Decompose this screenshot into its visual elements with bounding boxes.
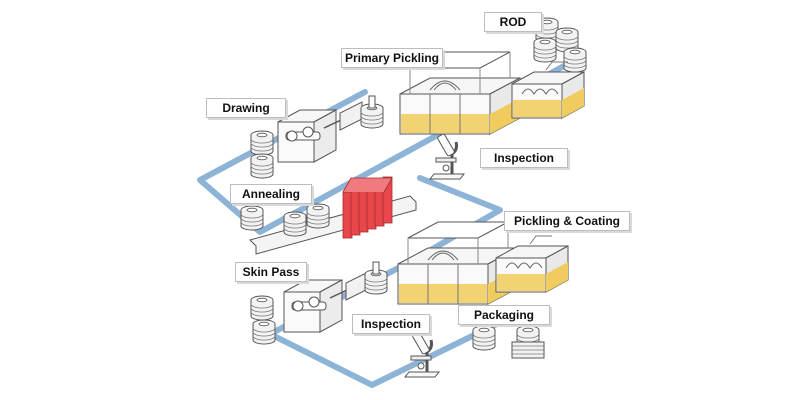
- label-inspection-2: Inspection: [352, 314, 430, 334]
- label-inspection-1: Inspection: [480, 148, 568, 168]
- label-rod: ROD: [484, 12, 542, 32]
- label-skin-pass: Skin Pass: [235, 262, 307, 282]
- inspection-microscope-1: [428, 131, 466, 181]
- label-packaging: Packaging: [458, 305, 550, 325]
- drawing-coils: [250, 130, 274, 179]
- label-pickling-coating: Pickling & Coating: [504, 211, 630, 231]
- label-primary-pickling: Primary Pickling: [341, 48, 443, 68]
- drawing-machine: [277, 101, 363, 163]
- label-drawing: Drawing: [206, 98, 286, 118]
- packaging-coils: [472, 325, 545, 359]
- skin-pass-coil-stand: [364, 261, 388, 295]
- label-annealing: Annealing: [230, 184, 312, 204]
- annealing-furnace: [342, 176, 393, 239]
- skin-pass-coils: [250, 295, 276, 345]
- drawing-coil-stand: [360, 95, 384, 129]
- pickling-coating-single-tank: [495, 235, 569, 293]
